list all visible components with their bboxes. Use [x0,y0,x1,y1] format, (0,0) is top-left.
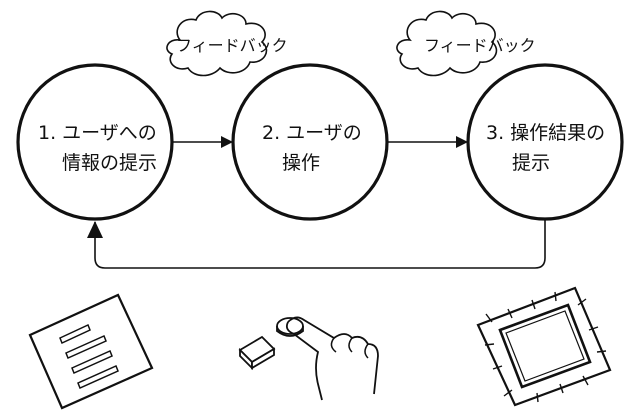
arrow-return-head [87,221,103,238]
node-result-line-2: 提示 [512,152,550,174]
node-present-line-1: 1. ユーザへの [38,122,157,144]
feedback-label-1: フィードバック [176,36,288,55]
node-present-line-2: 情報の提示 [62,152,157,174]
node-circle-present [16,63,174,221]
feedback-cloud-1: フィードバック [166,10,288,77]
paper-sheet-icon [28,293,154,410]
node-result-line-1: 3. 操作結果の [486,122,605,144]
node-circle-result [466,63,624,221]
node-operate-line-1: 2. ユーザの [262,122,362,144]
node-circle-operate [231,63,389,221]
display-screen-icon [476,286,612,407]
arrow-result-to-present [94,220,546,269]
node-operate-line-2: 操作 [282,152,320,174]
feedback-cloud-2: フィードバック [396,10,536,77]
feedback-label-2: フィードバック [424,36,536,55]
hand-pressing-button-icon [238,316,379,401]
cloud-1-icon [166,10,268,77]
cloud-2-icon [396,10,498,77]
